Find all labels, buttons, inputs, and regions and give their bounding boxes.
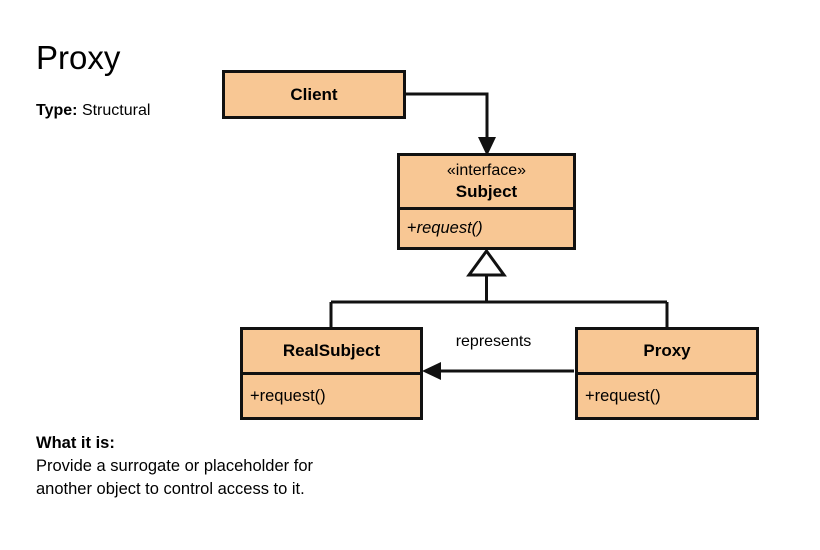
description-line-2: another object to control access to it. — [36, 480, 305, 498]
edge-generalization-fork — [329, 248, 669, 328]
member-visibility: + — [407, 218, 417, 237]
generalization-triangle — [466, 248, 507, 277]
member-signature: request() — [416, 218, 483, 237]
uml-class-proxy[interactable]: Proxy +request() — [575, 327, 759, 420]
class-members-compartment: +request() — [578, 372, 756, 417]
class-name-realsubject: RealSubject — [282, 341, 381, 360]
uml-class-realsubject[interactable]: RealSubject +request() — [240, 327, 423, 420]
edge-proxy-to-realsubject — [422, 362, 574, 380]
class-name-subject: Subject — [455, 181, 518, 201]
class-title-compartment: Proxy — [578, 330, 756, 372]
class-name-client: Client — [290, 84, 338, 104]
member-visibility: + — [585, 386, 595, 405]
pattern-type-line: Type: Structural — [36, 101, 150, 121]
pattern-type-label: Type: — [36, 102, 82, 119]
uml-class-subject[interactable]: «interface» Subject +request() — [397, 153, 576, 250]
class-title-compartment: RealSubject — [243, 330, 420, 372]
class-members-compartment: +request() — [400, 206, 573, 247]
class-title-compartment: «interface» Subject — [400, 156, 573, 207]
class-stereotype-subject: «interface» — [446, 161, 527, 179]
class-member-subject-request: +request() — [407, 218, 483, 239]
uml-class-client[interactable]: Client — [222, 70, 406, 119]
class-title-compartment: Client — [225, 73, 403, 116]
class-members-compartment: +request() — [243, 372, 420, 417]
member-visibility: + — [250, 386, 260, 405]
class-name-proxy: Proxy — [643, 341, 691, 360]
association-label-represents: represents — [455, 333, 532, 350]
edge-client-to-subject — [406, 92, 496, 156]
pattern-type-value: Structural — [81, 102, 151, 119]
description-heading: What it is: — [36, 434, 115, 452]
description-line-1: Provide a surrogate or placeholder for — [36, 457, 313, 475]
member-signature: request() — [594, 386, 661, 405]
description-block: What it is: Provide a surrogate or place… — [36, 432, 313, 501]
class-member-realsubject-request: +request() — [250, 386, 326, 407]
page-title: Proxy — [36, 39, 121, 76]
class-member-proxy-request: +request() — [585, 386, 661, 407]
arrowhead-solid — [422, 362, 441, 380]
member-signature: request() — [259, 386, 326, 405]
